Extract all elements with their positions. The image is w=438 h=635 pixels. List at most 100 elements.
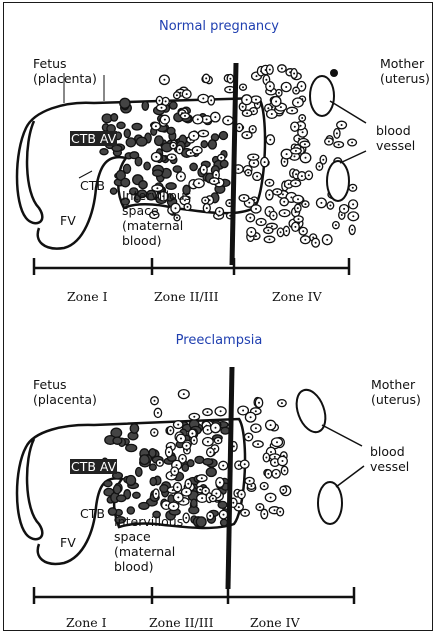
cell-nucleus	[186, 93, 188, 95]
cell-nucleus	[203, 169, 205, 171]
label-ctb-av: CTB AV	[70, 131, 117, 146]
title-preeclampsia: Preeclampsia	[4, 333, 434, 348]
cell-nucleus	[252, 128, 254, 130]
cell-nucleus	[269, 69, 271, 71]
cell-nucleus	[275, 473, 277, 475]
cell-nucleus	[284, 470, 286, 472]
cell	[117, 495, 126, 502]
cell-nucleus	[285, 86, 287, 88]
cell-nucleus	[269, 85, 271, 87]
cell-nucleus	[191, 433, 193, 435]
label-blood-vessel: blood vessel	[376, 123, 415, 153]
cell-nucleus	[207, 429, 209, 431]
cell-nucleus	[205, 490, 207, 492]
cell-nucleus	[190, 152, 192, 154]
cell-nucleus	[335, 224, 337, 226]
cell-nucleus	[295, 182, 297, 184]
cell	[219, 132, 227, 140]
cell-nucleus	[274, 456, 276, 458]
cell-nucleus	[295, 150, 297, 152]
zone-1: Zone I	[67, 289, 108, 304]
cell	[208, 140, 216, 149]
cell	[136, 137, 147, 146]
cell	[140, 455, 149, 465]
cell	[190, 163, 197, 170]
cell-nucleus	[202, 98, 204, 100]
cell-nucleus	[237, 168, 239, 170]
cell-nucleus	[284, 161, 286, 163]
zone-2-3-b: Zone II/III	[149, 615, 214, 630]
cell-nucleus	[304, 239, 306, 241]
cell-nucleus	[176, 94, 178, 96]
cell-nucleus	[329, 205, 331, 207]
cell-nucleus	[268, 194, 270, 196]
cell-nucleus	[246, 99, 248, 101]
cell-nucleus	[271, 225, 273, 227]
cell-nucleus	[201, 497, 203, 499]
cell-nucleus	[238, 127, 240, 129]
cell-nucleus	[170, 430, 172, 432]
cell	[203, 459, 213, 465]
cell-nucleus	[297, 102, 299, 104]
cell-nucleus	[282, 460, 284, 462]
cell-nucleus	[351, 229, 353, 231]
cell-nucleus	[297, 207, 299, 209]
cell-nucleus	[250, 231, 252, 233]
cell-nucleus	[255, 427, 257, 429]
cell-nucleus	[278, 92, 280, 94]
cell-nucleus	[207, 411, 209, 413]
cell	[160, 485, 168, 493]
cell-nucleus	[164, 119, 166, 121]
cell	[150, 478, 156, 486]
cell	[153, 170, 163, 176]
cell	[113, 437, 122, 444]
cell-nucleus	[304, 203, 306, 205]
cell-nucleus	[271, 113, 273, 115]
cell-nucleus	[265, 79, 267, 81]
cell-nucleus	[295, 173, 297, 175]
cell-nucleus	[343, 208, 345, 210]
figure-frame: Normal pregnancy Fetus (placenta) Mother…	[3, 2, 433, 631]
cell-nucleus	[297, 198, 299, 200]
cell-nucleus	[157, 412, 159, 414]
cell-nucleus	[212, 498, 214, 500]
cell-nucleus	[206, 118, 208, 120]
cell	[206, 468, 216, 477]
cell	[182, 464, 188, 471]
cell	[104, 481, 112, 487]
cell-nucleus	[232, 502, 234, 504]
cell-nucleus	[173, 505, 175, 507]
cell-nucleus	[209, 515, 211, 517]
cell-nucleus	[300, 125, 302, 127]
cell-nucleus	[154, 400, 156, 402]
cell	[144, 162, 150, 170]
cell-nucleus	[198, 182, 200, 184]
panel-preeclampsia: Preeclampsia Fetus (placenta) Mother (ut…	[4, 319, 434, 634]
cell-nucleus	[279, 511, 281, 513]
cell	[110, 188, 116, 194]
cell-nucleus	[318, 165, 320, 167]
cell	[132, 123, 142, 130]
blood-vessel-2	[327, 161, 349, 201]
cell	[130, 424, 138, 433]
cell-nucleus	[246, 112, 248, 114]
cell-nucleus	[159, 462, 161, 464]
cell-nucleus	[250, 485, 252, 487]
cell-nucleus	[255, 235, 257, 237]
cell-nucleus	[352, 187, 354, 189]
cell-nucleus	[213, 180, 215, 182]
cell-nucleus	[283, 201, 285, 203]
cell	[142, 101, 148, 110]
cell-nucleus	[270, 497, 272, 499]
cell-nucleus	[265, 457, 267, 459]
cell-nucleus	[274, 509, 276, 511]
cell-nucleus	[171, 156, 173, 158]
cell-nucleus	[269, 211, 271, 213]
cell-nucleus	[284, 212, 286, 214]
cell-nucleus	[165, 504, 167, 506]
cell-nucleus	[222, 465, 224, 467]
cell-nucleus	[293, 73, 295, 75]
cell-nucleus	[272, 215, 274, 217]
cell-nucleus	[185, 491, 187, 493]
cell-nucleus	[185, 517, 187, 519]
